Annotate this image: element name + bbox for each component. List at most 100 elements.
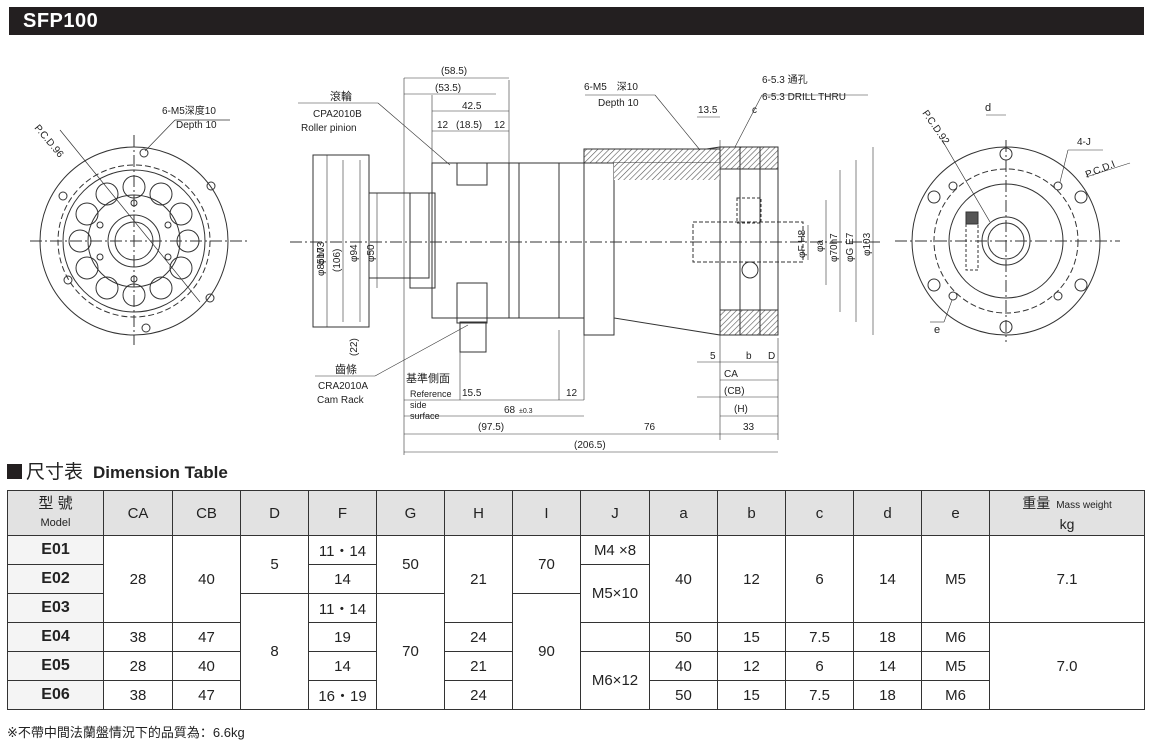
header-i: I — [512, 490, 581, 536]
right-pcd92: P.C.D.92 — [920, 108, 952, 147]
cell-c: 6 — [785, 651, 854, 681]
ref-en3: surface — [410, 411, 440, 421]
cell-g: 50 — [376, 535, 445, 594]
dim-12a: 12 — [437, 120, 449, 131]
header-f: F — [308, 490, 377, 536]
header-c: c — [785, 490, 854, 536]
cell-cb: 47 — [172, 680, 241, 710]
dim-42-5: 42.5 — [462, 101, 482, 112]
cell-f: 14 — [308, 564, 377, 594]
cell-dd: 18 — [853, 680, 922, 710]
dim-D: D — [768, 351, 775, 362]
bolt-holes-left — [58, 148, 216, 333]
cell-a: 40 — [649, 651, 718, 681]
table-row: E03 8 11・14 70 90 — [7, 593, 1145, 710]
left-tap-label: 6-M5深度10 — [162, 104, 216, 117]
header-e: e — [921, 490, 990, 536]
dim-phi50: φ50 — [366, 244, 377, 262]
dim-phi103-right: φ103 — [862, 232, 873, 256]
ref-cn: 基準側面 — [406, 371, 450, 385]
cell-a: 50 — [649, 680, 718, 710]
drill-en: 6-5.3 DRILL THRU — [762, 92, 846, 103]
model-cell: E06 — [7, 680, 104, 710]
dim-b: b — [746, 351, 752, 362]
model-cell: E05 — [7, 651, 104, 681]
header-g: G — [376, 490, 445, 536]
cell-c: 6 — [785, 535, 854, 623]
cell-ca: 28 — [103, 651, 173, 681]
cell-dd: 14 — [853, 535, 922, 623]
side-section-view — [290, 77, 880, 455]
product-title: SFP100 — [23, 10, 99, 32]
tap-holes-right — [948, 181, 1063, 301]
cell-c: 7.5 — [785, 680, 854, 710]
technical-drawing: P.C.D.96 6-M5深度10 Depth 10 — [30, 66, 1131, 455]
cell-dd: 14 — [853, 651, 922, 681]
model-cell: E04 — [7, 622, 104, 652]
dim-53-5: (53.5) — [435, 83, 461, 94]
dim-phiG: φG E7 — [845, 232, 856, 262]
cell-g: 70 — [376, 593, 445, 710]
dim-68: 68 — [504, 405, 516, 416]
cell-h: 21 — [444, 535, 513, 623]
header-h: H — [444, 490, 513, 536]
roller-cn: 滾輪 — [330, 89, 352, 103]
cell-cb: 40 — [172, 535, 241, 623]
cell-dd: 18 — [853, 622, 922, 652]
right-e: e — [934, 324, 940, 336]
section-heading: 尺寸表 Dimension Table — [7, 457, 228, 483]
dim-97-5: (97.5) — [478, 422, 504, 433]
dim-13-5: 13.5 — [698, 105, 718, 116]
dim-76: 76 — [644, 422, 656, 433]
cell-cb: 47 — [172, 622, 241, 652]
cell-a: 40 — [649, 535, 718, 623]
cell-weight: 7.1 — [989, 535, 1145, 623]
drill-cn: 6-5.3 通孔 — [762, 74, 808, 86]
cell-a: 50 — [649, 622, 718, 652]
tap-en: Depth 10 — [598, 98, 639, 109]
dim-CA: CA — [724, 369, 738, 380]
right-rear-view — [895, 114, 1131, 342]
cell-f: 14 — [308, 651, 377, 681]
section-title-cn: 尺寸表 — [26, 462, 84, 483]
footnote: ※不帶中間法蘭盤情況下的品質為：6.6kg — [7, 725, 245, 740]
dim-phi103-left: φ103 — [316, 241, 327, 265]
cell-b: 12 — [717, 535, 786, 623]
cell-b: 12 — [717, 651, 786, 681]
tap-cn: 6-M5 深10 — [584, 81, 638, 93]
cell-b: 15 — [717, 622, 786, 652]
left-depth-label: Depth 10 — [176, 120, 217, 131]
cell-h: 21 — [444, 651, 513, 681]
header-a: a — [649, 490, 718, 536]
dim-68-tol: ±0.3 — [519, 408, 533, 415]
rack-code: CRA2010A — [318, 381, 368, 392]
model-cell: E03 — [7, 593, 104, 623]
cell-i: 90 — [512, 593, 581, 710]
header-d: D — [240, 490, 309, 536]
dim-58-5: (58.5) — [441, 66, 467, 77]
cell-ca: 38 — [103, 622, 173, 652]
section-title-en: Dimension Table — [93, 463, 228, 482]
table-row: E01 28 40 5 11・14 50 21 70 M4 ×8 40 12 6… — [7, 535, 1145, 623]
black-square-icon — [7, 464, 22, 479]
header-cb: CB — [172, 490, 241, 536]
dim-phi70: φ70h7 — [829, 233, 840, 262]
cell-j — [580, 622, 650, 652]
cell-f: 11・14 — [308, 593, 377, 623]
dim-12c: 12 — [566, 388, 578, 399]
table-row: E06 38 47 16・19 24 50 15 7.5 18 M6 — [7, 680, 1145, 710]
side-view-labels: 滾輪 CPA2010B Roller pinion 齒條 CRA2010A Ca… — [301, 66, 873, 451]
header-dd: d — [853, 490, 922, 536]
dim-22: (22) — [349, 338, 360, 356]
cell-d: 5 — [240, 535, 309, 594]
left-front-view — [30, 119, 250, 345]
cell-f: 11・14 — [308, 535, 377, 565]
dim-15-5: 15.5 — [462, 388, 482, 399]
cell-j: M6×12 — [580, 651, 650, 710]
dim-5: 5 — [710, 351, 716, 362]
ref-en2: side — [410, 400, 427, 410]
dim-206-5: (206.5) — [574, 440, 606, 451]
